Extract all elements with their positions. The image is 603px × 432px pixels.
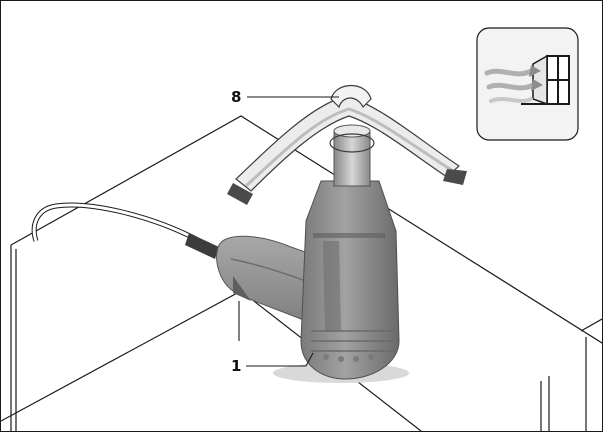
tool-housing [300, 180, 400, 380]
window-ventilation-icon [476, 27, 579, 141]
reflector-nozzle [227, 85, 467, 205]
callout-1: 1 [231, 357, 241, 375]
power-cable [31, 202, 219, 259]
leader-lines [238, 96, 339, 367]
tool-nozzle [333, 124, 371, 187]
callout-8: 8 [231, 88, 241, 106]
